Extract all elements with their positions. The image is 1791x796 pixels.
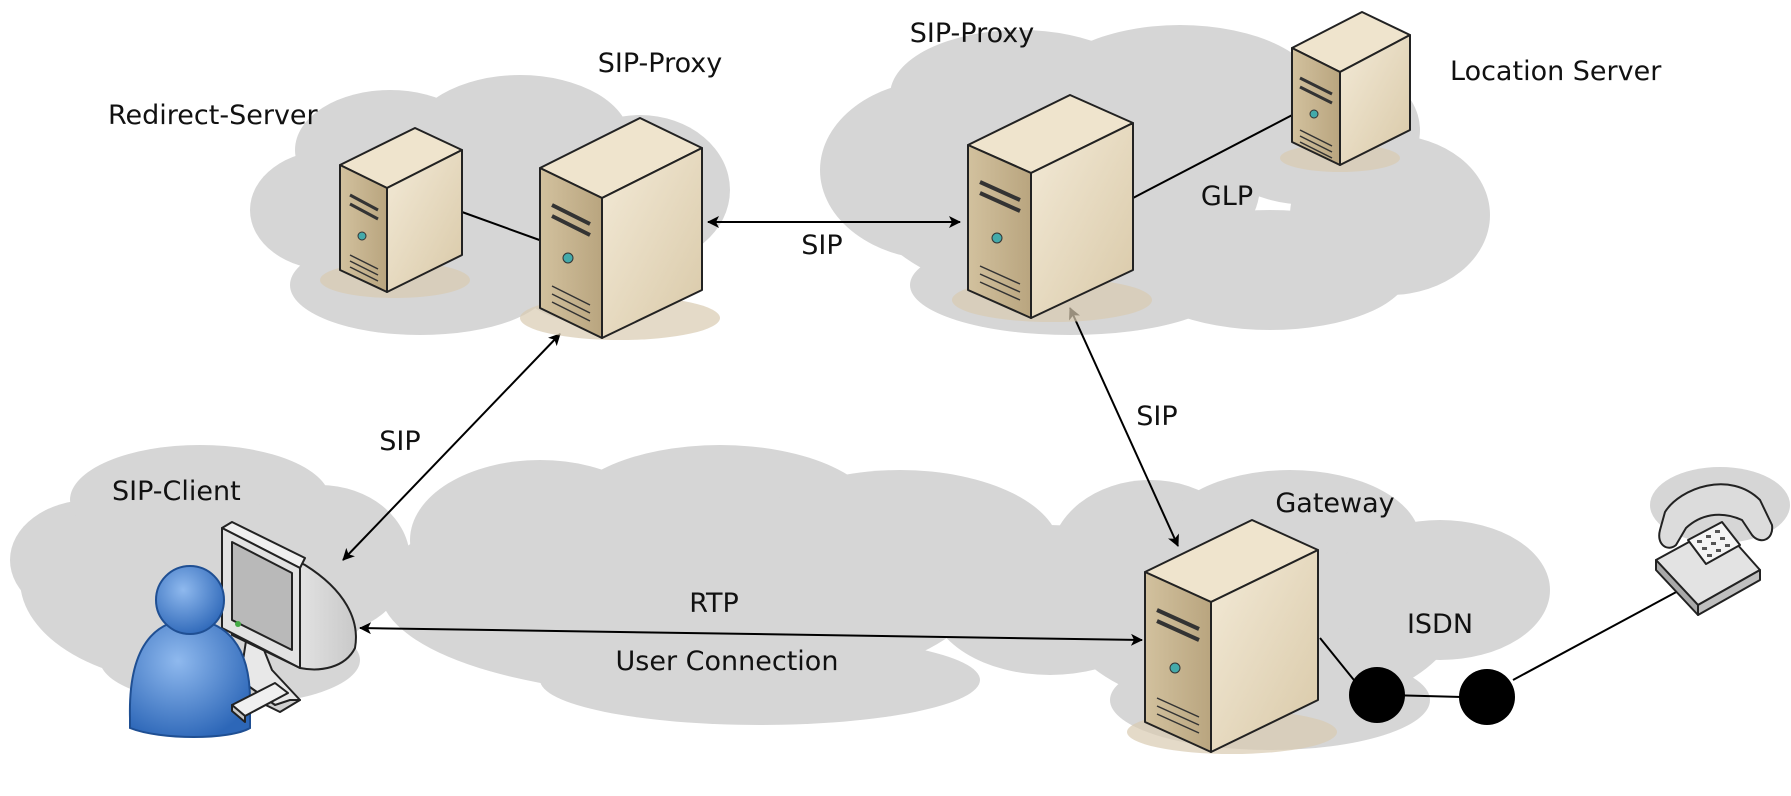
location-server-label: Location Server [1450,56,1662,87]
sip-client-to-proxy-label: SIP [379,426,420,457]
sip-proxy-to-gateway-arrow [1069,307,1179,547]
user-connection-label: User Connection [616,646,839,677]
redirect-to-proxy-line [461,211,546,243]
telephone-icon [1655,483,1774,616]
sip-proxy-left-label: SIP-Proxy [598,48,723,79]
cloud-middle [380,445,1170,725]
rtp-user-connection-arrow [359,622,1143,646]
sip-client-to-proxy-arrow [342,333,561,561]
sip-client-label: SIP-Client [112,476,241,507]
computer-monitor-icon [221,521,357,713]
redirect-server-label: Redirect-Server [108,100,319,131]
glp-label: GLP [1201,181,1253,212]
sip-proxy-right-label: SIP-Proxy [910,18,1035,49]
rtp-label: RTP [689,588,739,619]
gateway-label: Gateway [1275,488,1394,519]
node2-to-phone-line [1512,589,1681,681]
user-icon [128,565,251,738]
gateway-icon [1127,519,1337,754]
isdn-label: ISDN [1407,609,1473,640]
location-server-icon [1280,11,1411,172]
sip-proxy-to-gateway-label: SIP [1136,401,1177,432]
sip-proxy-right-icon [952,94,1152,322]
proxy-to-location-line [1132,111,1299,199]
sip-proxy-to-proxy-label: SIP [801,230,842,261]
redirect-server-icon [320,127,470,298]
sip-proxy-left-icon [520,117,720,340]
keyboard-icon [231,682,289,723]
isdn-node-1 [1349,667,1405,723]
isdn-node-2 [1459,669,1515,725]
